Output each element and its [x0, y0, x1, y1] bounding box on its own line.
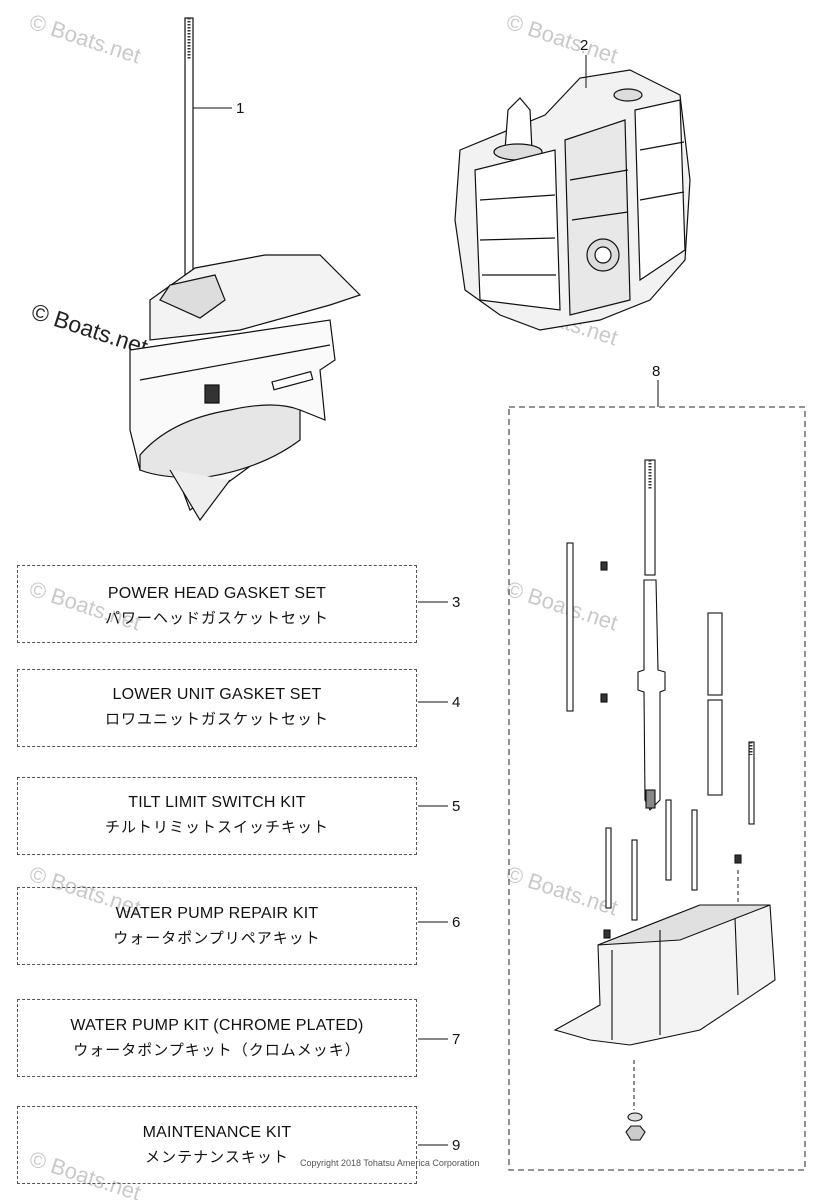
kit-name-ja: ウォータポンプリペアキット	[113, 929, 321, 947]
drive-shaft-upper	[644, 459, 656, 576]
washer	[627, 1112, 643, 1122]
callout-numbers: 1 2 8 3 4 5 6 7 9	[236, 37, 660, 1154]
callout-3: 3	[452, 594, 460, 611]
drive-shaft-lower	[637, 579, 666, 811]
kit-name-en: TILT LIMIT SWITCH KIT	[128, 794, 306, 811]
kit-box-water-pump-chrome: WATER PUMP KIT (CHROME PLATED) ウォータポンプキッ…	[17, 999, 417, 1077]
kit-name-ja: ウォータポンプキット（クロムメッキ）	[73, 1041, 361, 1059]
kit-name-en: WATER PUMP REPAIR KIT	[115, 905, 319, 922]
watermark: © Boats.net	[503, 9, 620, 68]
tube-lower	[707, 699, 723, 796]
callout-9: 9	[452, 1137, 460, 1154]
callout-2: 2	[580, 37, 588, 54]
callout-6: 6	[452, 914, 460, 931]
kit-box-water-pump-repair: WATER PUMP REPAIR KIT ウォータポンプリペアキット	[17, 887, 417, 965]
kit-box-maintenance: MAINTENANCE KIT メンテナンスキット	[17, 1106, 417, 1184]
kit-box-power-head-gasket: POWER HEAD GASKET SET パワーヘッドガスケットセット	[17, 565, 417, 643]
stud-bolt	[665, 799, 672, 881]
callout-5: 5	[452, 798, 460, 815]
stud-bolt	[605, 827, 612, 909]
callout-leaders	[193, 55, 659, 1146]
callout-1: 1	[236, 100, 244, 117]
stud-bolt	[631, 839, 638, 921]
kit-name-ja: メンテナンスキット	[145, 1148, 289, 1166]
watermark: © Boats.net	[503, 576, 620, 635]
callout-4: 4	[452, 694, 460, 711]
power-head-illustration	[454, 69, 691, 331]
kit-name-ja: ロワユニットガスケットセット	[104, 710, 329, 728]
tube-upper	[707, 612, 723, 696]
kit-name-en: POWER HEAD GASKET SET	[107, 585, 327, 602]
anti-ventilation-plate	[149, 254, 362, 341]
watermark: © Boats.net	[503, 861, 620, 920]
watermark: © Boats.net	[26, 9, 143, 68]
crankshaft-end	[504, 97, 533, 151]
nut	[625, 1125, 646, 1141]
water-pump-kit-parts	[553, 459, 776, 1141]
long-rod	[566, 542, 574, 712]
kit-name-en: LOWER UNIT GASKET SET	[112, 686, 322, 703]
kit-box-lower-unit-gasket: LOWER UNIT GASKET SET ロワユニットガスケットセット	[17, 669, 417, 747]
callout-7: 7	[452, 1031, 460, 1048]
copyright-notice: Copyright 2018 Tohatsu America Corporati…	[300, 1158, 480, 1168]
stud-bolt	[691, 809, 698, 891]
propeller-shaft	[271, 370, 314, 391]
kit-box-tilt-limit-switch: TILT LIMIT SWITCH KIT チルトリミットスイッチキット	[17, 777, 417, 855]
kit-name-en: MAINTENANCE KIT	[142, 1124, 292, 1141]
kit-name-ja: パワーヘッドガスケットセット	[104, 609, 329, 627]
callout-8: 8	[652, 363, 660, 380]
lower-unit-illustration	[129, 17, 362, 522]
kit-name-ja: チルトリミットスイッチキット	[104, 818, 329, 836]
kit-name-en: WATER PUMP KIT (CHROME PLATED)	[70, 1017, 364, 1034]
